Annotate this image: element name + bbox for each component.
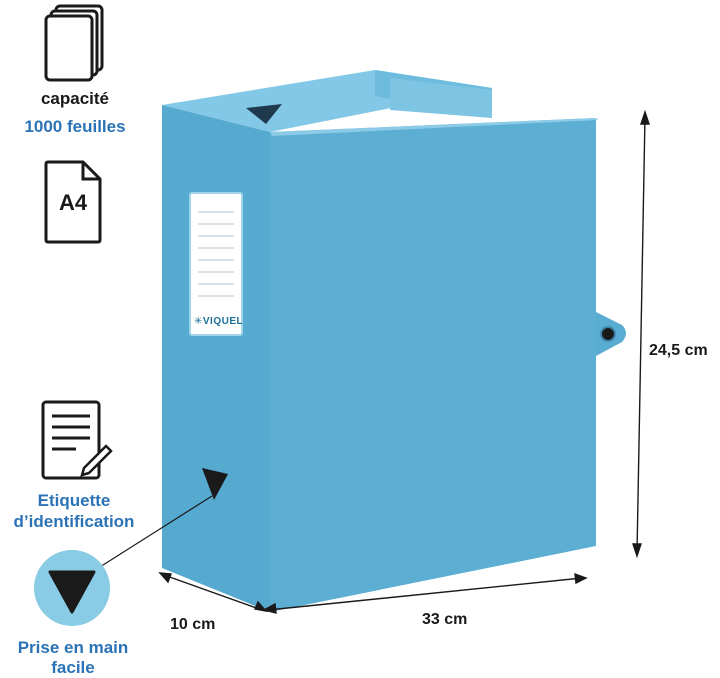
triangle-grip-icon	[32, 548, 112, 628]
paper-stack-icon	[42, 4, 108, 84]
depth-arrow	[163, 574, 263, 611]
callout-line	[91, 495, 213, 573]
spine-grip-triangle	[202, 468, 228, 500]
box-front-cover	[270, 118, 596, 612]
label-holder-line1: Etiquette	[37, 491, 111, 510]
box-cover-edge	[270, 118, 598, 136]
grip-line2: facile	[51, 658, 95, 677]
clasp-button	[600, 326, 616, 342]
capacity-label: capacité	[40, 89, 110, 108]
format-label: A4	[58, 190, 88, 215]
grip-line1: Prise en main	[17, 638, 129, 657]
height-label: 24,5 cm	[649, 342, 708, 359]
top-grip-triangle	[246, 104, 282, 124]
depth-label: 10 cm	[170, 616, 216, 633]
brand-logo: ✳VIQUEL	[194, 316, 244, 327]
brand-star-icon: ✳	[194, 316, 203, 327]
capacity-value: 1000 feuilles	[24, 117, 126, 136]
height-arrow	[636, 115, 646, 554]
brand-text: VIQUEL	[202, 316, 244, 327]
document-icon: A4	[43, 160, 103, 244]
box-spine	[162, 105, 270, 612]
width-arrow	[267, 577, 583, 611]
label-holder-line2: d’identification	[13, 512, 135, 531]
label-holder	[189, 192, 243, 336]
box-back-flap-strip	[390, 78, 492, 118]
width-label: 33 cm	[422, 611, 468, 628]
form-pencil-icon	[40, 400, 114, 482]
